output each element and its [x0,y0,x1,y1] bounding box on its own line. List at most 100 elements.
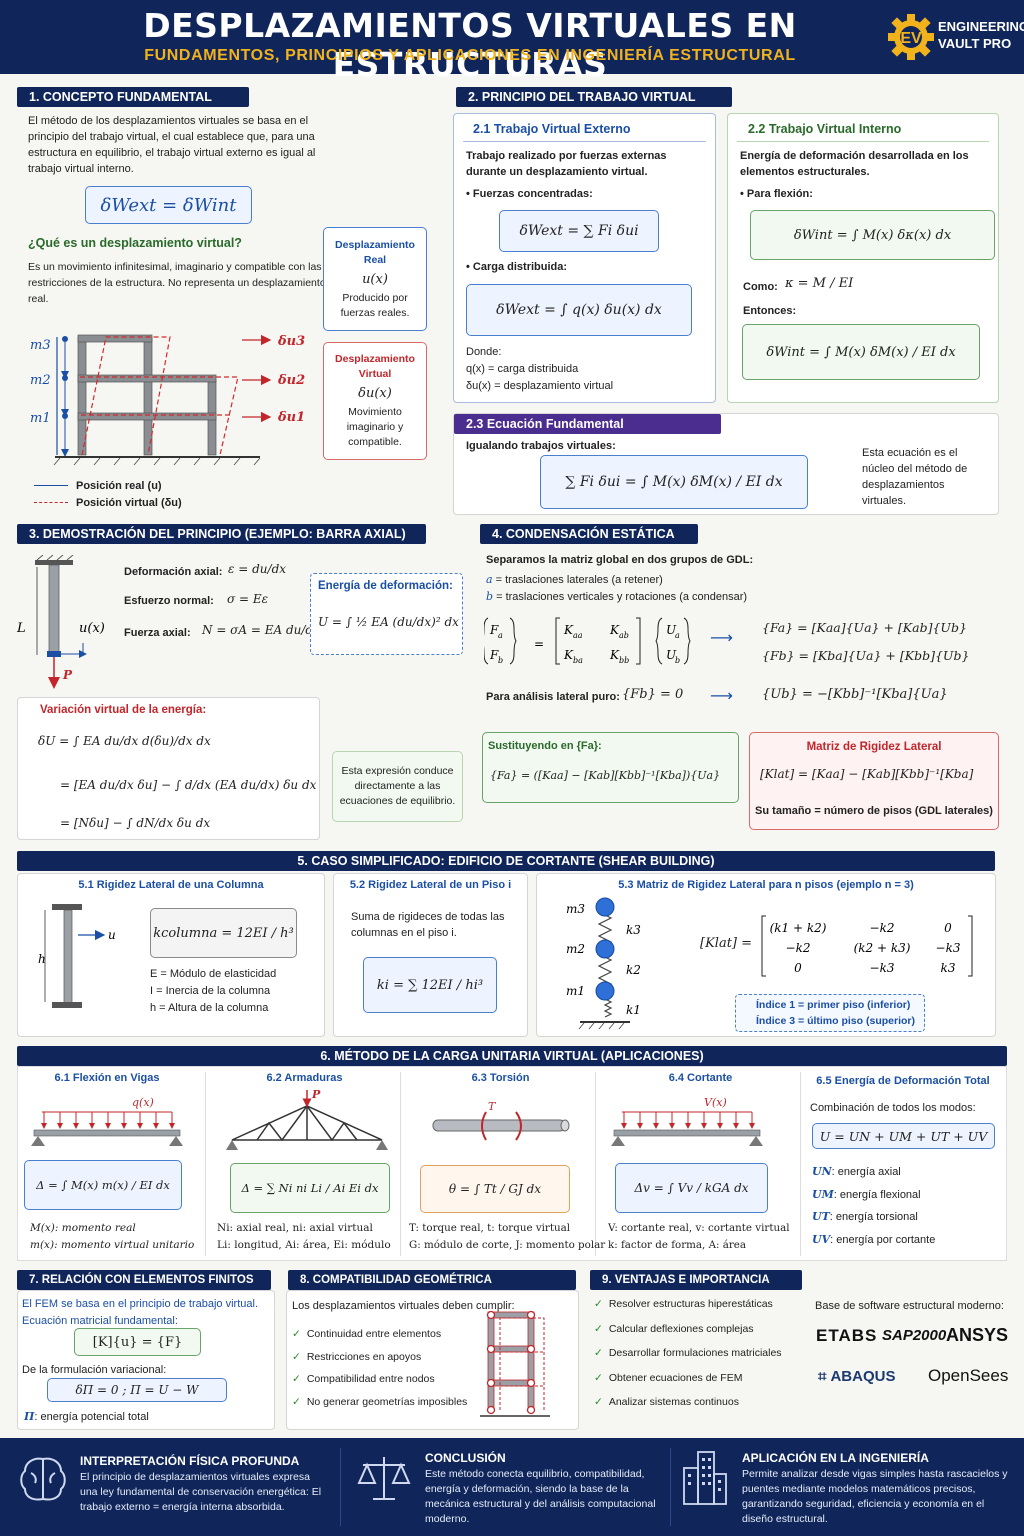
a1-title: 6.1 Flexión en Vigas [54,1072,160,1084]
where-q: q(x) = carga distribuida [466,363,579,375]
a1-eq: Δ = ∫ M(x) m(x) / EI dx [24,1160,182,1210]
where-du: δu(x) = desplazamiento virtual [466,380,614,392]
s4-lead: Separamos la matriz global en dos grupos… [486,554,754,566]
label-m2: m2 [30,373,51,388]
s8-lead: Los desplazamientos virtuales deben cump… [292,1300,515,1312]
index-note: Índice 1 = primer piso (inferior)Índice … [735,994,925,1032]
truss-diagram: P [226,1088,388,1150]
real-displacement-card: Desplazamiento Real u(x) Producido por f… [323,227,427,331]
svg-text:ba: ba [573,656,583,665]
s7-eq2: δΠ = 0 ; Π = U − W [47,1378,227,1402]
def-h: h = Altura de la columna [150,1002,269,1014]
s7-l1: El FEM se basa en el principio de trabaj… [22,1298,259,1310]
m21: −k2 [786,941,811,955]
footer-t1: INTERPRETACIÓN FÍSICA PROFUNDA [80,1454,300,1468]
int-title: 2.2 Trabajo Virtual Interno [748,122,902,136]
spring-mass-diagram: m3 m2 m1 k3 k2 k1 [566,897,641,1030]
s3-f3: N = σA = EA du/dx [202,623,320,637]
ext-title: 2.1 Trabajo Virtual Externo [473,122,631,136]
a1-load: q(x) [132,1096,154,1109]
a4-load: V(x) [704,1096,727,1109]
s3-f2: σ = Eε [227,592,269,606]
gear-logo-icon: EV [888,14,934,60]
def-I: I = Inercia de la columna [150,985,271,997]
section-3-title: 3. DEMOSTRACIÓN DEL PRINCIPIO (EJEMPLO: … [17,524,426,544]
footer-bar [0,1438,1024,1536]
m23: −k3 [936,941,961,955]
label-m1: m1 [30,411,51,426]
column-diagram: h u [38,904,116,1008]
legend: Posición real (u) Posición virtual (δu) [34,477,182,511]
section-1-title: 1. CONCEPTO FUNDAMENTAL [17,87,249,107]
variation-note: Esta expresión conduce directamente a la… [332,751,463,822]
klat-eq: [Klat] = [Kaa] − [Kab][Kbb]⁻¹[Kba] [760,767,974,781]
def-E: E = Módulo de elasticidad [150,968,277,980]
ext-b1: • Fuerzas concentradas: [466,188,593,200]
where-label: Donde: [466,346,502,358]
logo-etabs: ETABS [816,1326,878,1345]
s4-pure-eq: {Fb} = 0 [622,687,684,702]
svg-text:aa: aa [573,631,583,640]
a4-title: 6.4 Cortante [668,1072,733,1084]
logo-ansys: ANSYS [946,1325,1009,1345]
s3-l2: Esfuerzo normal: [124,595,214,607]
sb-k1: k1 [626,1003,641,1017]
fund-note: Esta ecuación es el núcleo del método de… [862,447,968,507]
int-como: Como: [743,281,778,293]
svg-text:K: K [609,623,620,637]
sub-title: Sustituyendo en {Fa}: [488,740,602,752]
compatibility-frame-diagram [480,1310,550,1417]
logo-sap2000: SAP2000 [882,1327,947,1344]
label-du3: δu3 [277,334,305,349]
logo-line2: VAULT PRO [938,36,1012,51]
label-u: u [108,928,116,942]
energy-title: Energía de deformación: [318,580,453,592]
idx3: Índice 3 = último piso (superior) [756,1015,915,1027]
torsion-diagram: T [432,1100,570,1141]
int-kappa: κ = M / EI [785,276,854,291]
svg-text:F: F [489,623,499,637]
m22: (k2 + k3) [854,941,911,955]
label-du2: δu2 [277,373,305,388]
real-symbol: u(x) [362,271,388,287]
virtual-title: Desplazamiento Virtual [335,353,415,380]
int-desc: Energía de deformación desarrollada en l… [740,150,969,178]
real-title: Desplazamiento Real [335,238,415,266]
real-desc: Producido por fuerzas reales. [340,291,410,319]
variation-card [17,697,320,840]
ki-eq: ki = ∑ 12EI / hi³ [363,957,497,1013]
buildings-icon [683,1451,727,1505]
sb-k3: k3 [626,923,641,937]
s9-list: ✓Resolver estructuras hiperestáticas ✓Ca… [594,1298,782,1408]
ext-b2: • Carga distribuida: [466,261,568,273]
a5-list: UN: energía axial UM: energía flexional … [812,1165,936,1246]
m33: k3 [941,961,956,975]
svg-text:EV: EV [900,30,922,47]
lateral-stiffness-box [749,732,999,830]
brain-icon [20,1457,66,1501]
logo-abaqus: ⌗ABAQUS [818,1368,896,1385]
header-bar [0,0,1024,74]
klat-note: Su tamaño = número de pisos (GDL lateral… [755,805,993,817]
svg-text:a: a [498,631,503,640]
s8-list: ✓Continuidad entre elementos ✓Restriccio… [292,1328,468,1408]
legend-virtual: Posición virtual (δu) [76,496,182,509]
section-8-title: 8. COMPATIBILIDAD GEOMÉTRICA [288,1270,576,1290]
s1-question: ¿Qué es un desplazamiento virtual? [28,236,242,250]
page-title: DESPLAZAMIENTOS VIRTUALES EN ESTRUCTURAS [143,6,797,84]
page-subtitle: FUNDAMENTOS, PRINCIPIOS Y APLICACIONES E… [144,47,796,64]
a4-eq: Δv = ∫ Vv / kGA dx [615,1163,768,1213]
s4-ub-eq: {Ub} = −[Kbb]⁻¹[Kba]{Ua} [762,687,948,702]
m13: 0 [944,921,952,935]
svg-text:bb: bb [619,656,629,665]
int-b1: • Para flexión: [740,188,813,200]
svg-text:a: a [675,631,680,640]
m12: −k2 [870,921,895,935]
label-L: L [16,621,26,636]
s7-l3: De la formulación variacional: [22,1364,167,1376]
int-entonces: Entonces: [743,305,797,317]
s1-definition: Es un movimiento infinitesimal, imaginar… [28,261,326,305]
